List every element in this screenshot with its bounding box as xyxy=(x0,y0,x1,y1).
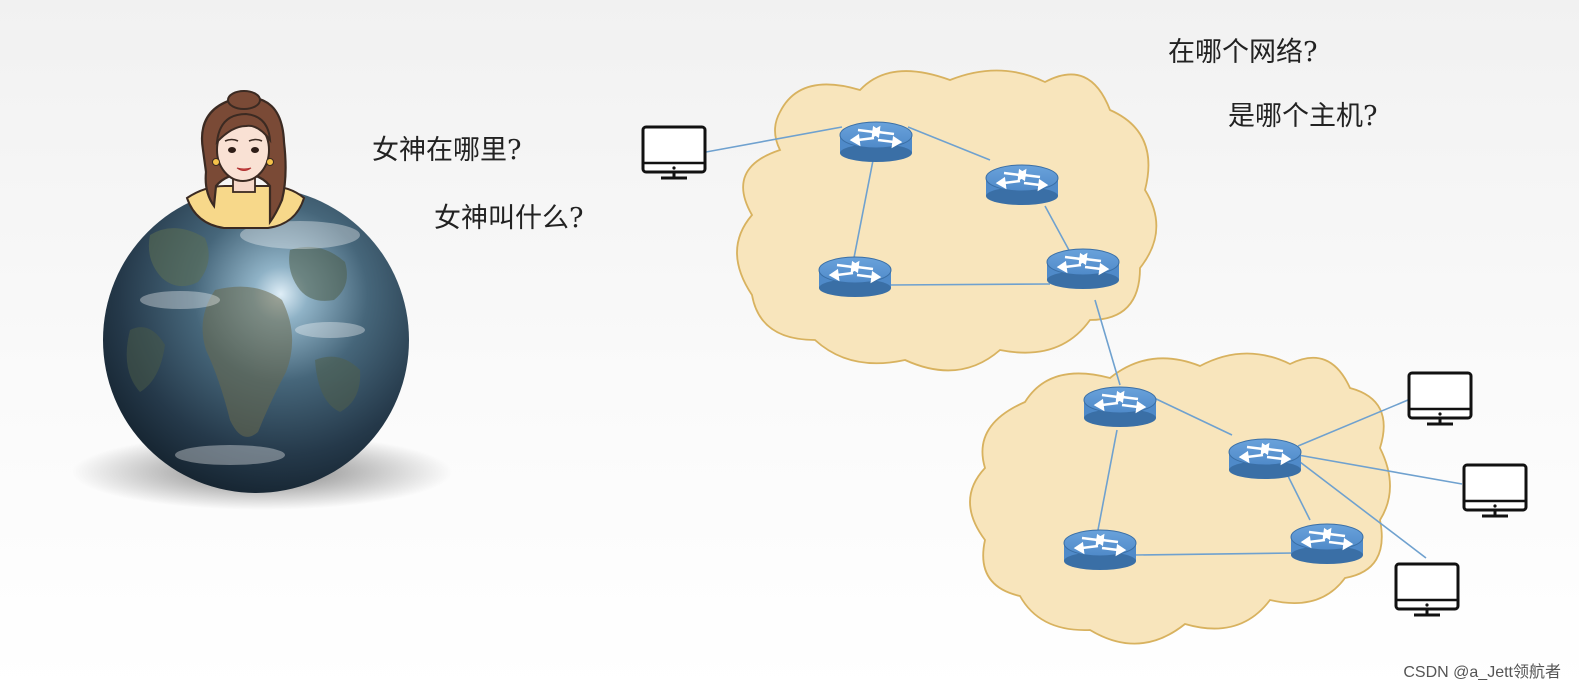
host-monitor-icon xyxy=(1462,463,1528,518)
network-cloud-upper xyxy=(736,69,1158,372)
router-icon xyxy=(985,164,1059,205)
router-icon xyxy=(1083,386,1157,427)
router-icon xyxy=(839,121,913,162)
question-where-goddess: 女神在哪里? xyxy=(372,135,522,166)
router-icon xyxy=(1290,523,1364,564)
host-monitor-icon xyxy=(1394,562,1460,617)
question-which-network: 在哪个网络? xyxy=(1168,37,1318,68)
router-icon xyxy=(818,256,892,297)
question-goddess-name: 女神叫什么? xyxy=(434,203,584,234)
host-monitor-icon xyxy=(1407,371,1473,426)
router-icon xyxy=(1228,438,1302,479)
router-icon xyxy=(1046,248,1120,289)
network-links xyxy=(705,126,1463,559)
host-monitor-icon xyxy=(641,125,707,180)
globe-illustration xyxy=(72,187,452,510)
network-cloud-lower xyxy=(969,352,1391,645)
router-icon xyxy=(1063,529,1137,570)
watermark: CSDN @a_Jett领航者 xyxy=(1403,664,1561,681)
question-which-host: 是哪个主机? xyxy=(1228,101,1378,132)
goddess-avatar xyxy=(185,90,306,229)
